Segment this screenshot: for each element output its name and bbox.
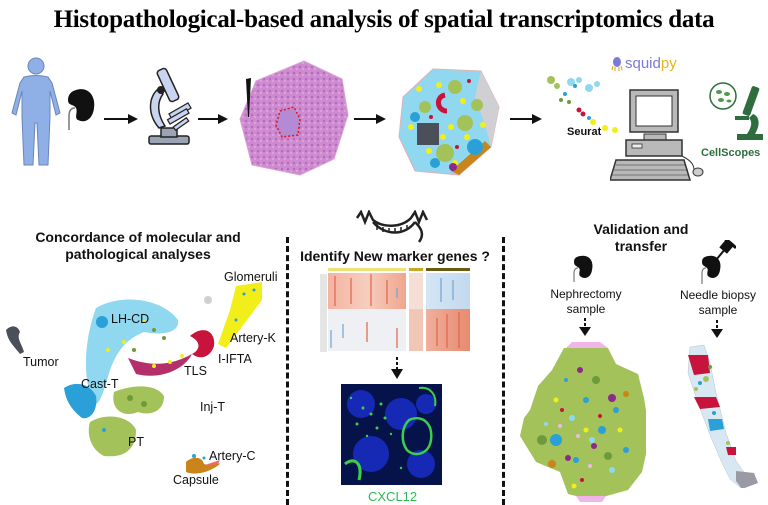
arrow-down-icon: [579, 318, 591, 336]
cluster-label-pt: PT: [128, 435, 144, 449]
nephrectomy-sample-label: Nephrectomy sample: [536, 287, 636, 317]
arrow-right-icon: [510, 114, 542, 124]
arrow-right-icon: [104, 114, 138, 124]
dna-strand-icon: [355, 210, 433, 244]
kidney-icon: [572, 254, 594, 284]
human-body-icon: [8, 57, 64, 169]
section-divider-left: [286, 237, 289, 505]
cluster-label-lh-cd: LH-CD: [111, 312, 150, 326]
cluster-label-capsule: Capsule: [173, 473, 219, 487]
arrow-right-icon: [354, 114, 386, 124]
cluster-label-artery-c: Artery-C: [209, 449, 256, 463]
microscope-icon: [143, 62, 195, 148]
left-section-title-line1: Concordance of molecular and: [35, 229, 241, 245]
middle-section-title: Identify New marker genes ?: [300, 248, 490, 264]
left-section-title-line2: pathological analyses: [65, 246, 211, 262]
computer-icon: [610, 88, 706, 184]
cluster-label-i-ifta: I-IFTA: [218, 352, 252, 366]
left-section-title: Concordance of molecular and pathologica…: [18, 229, 258, 263]
cluster-label-cast-t: Cast-T: [81, 377, 119, 391]
cellscopes-icon: [707, 82, 765, 144]
needle-biopsy-spatial-map: [680, 343, 760, 488]
kidney-icon: [66, 86, 96, 132]
cxcl12-label: CXCL12: [368, 489, 418, 504]
needle-biopsy-label-line2: sample: [698, 303, 738, 317]
cluster-label-artery-k: Artery-K: [230, 331, 276, 345]
cluster-label-inj-t: Inj-T: [200, 400, 225, 414]
needle-biopsy-sample-label: Needle biopsy sample: [670, 288, 766, 318]
arrow-down-icon: [711, 320, 723, 338]
umap-plot: [4, 280, 284, 490]
seurat-umap-thumbnail: [545, 72, 627, 136]
cluster-label-glomeruli: Glomeruli: [224, 270, 278, 284]
nephrectomy-label-line1: Nephrectomy: [550, 287, 622, 301]
cluster-label-tumor: Tumor: [23, 355, 59, 369]
section-divider-right: [502, 237, 505, 505]
nephrectomy-spatial-map: [516, 340, 646, 505]
figure-title: Histopathological-based analysis of spat…: [53, 6, 715, 33]
seurat-label: Seurat: [567, 126, 602, 138]
gene-heatmap: [320, 268, 490, 356]
squidpy-text-squid: squid: [625, 55, 661, 72]
arrow-right-icon: [198, 114, 228, 124]
cluster-label-tls: TLS: [184, 364, 207, 378]
cxcl12-immunofluorescence-image: [341, 384, 442, 485]
histology-slide-icon: [238, 59, 350, 177]
needle-biopsy-icon: [700, 240, 736, 286]
nephrectomy-label-line2: sample: [566, 302, 606, 316]
right-section-title: Validation and transfer: [593, 221, 689, 254]
cellscopes-label: CellScopes: [701, 147, 761, 159]
needle-biopsy-label-line1: Needle biopsy: [679, 288, 757, 302]
squid-icon: [611, 56, 623, 71]
spatial-spot-map-icon: [395, 67, 503, 179]
squidpy-text-py: py: [660, 55, 677, 72]
arrow-down-icon: [391, 357, 403, 379]
